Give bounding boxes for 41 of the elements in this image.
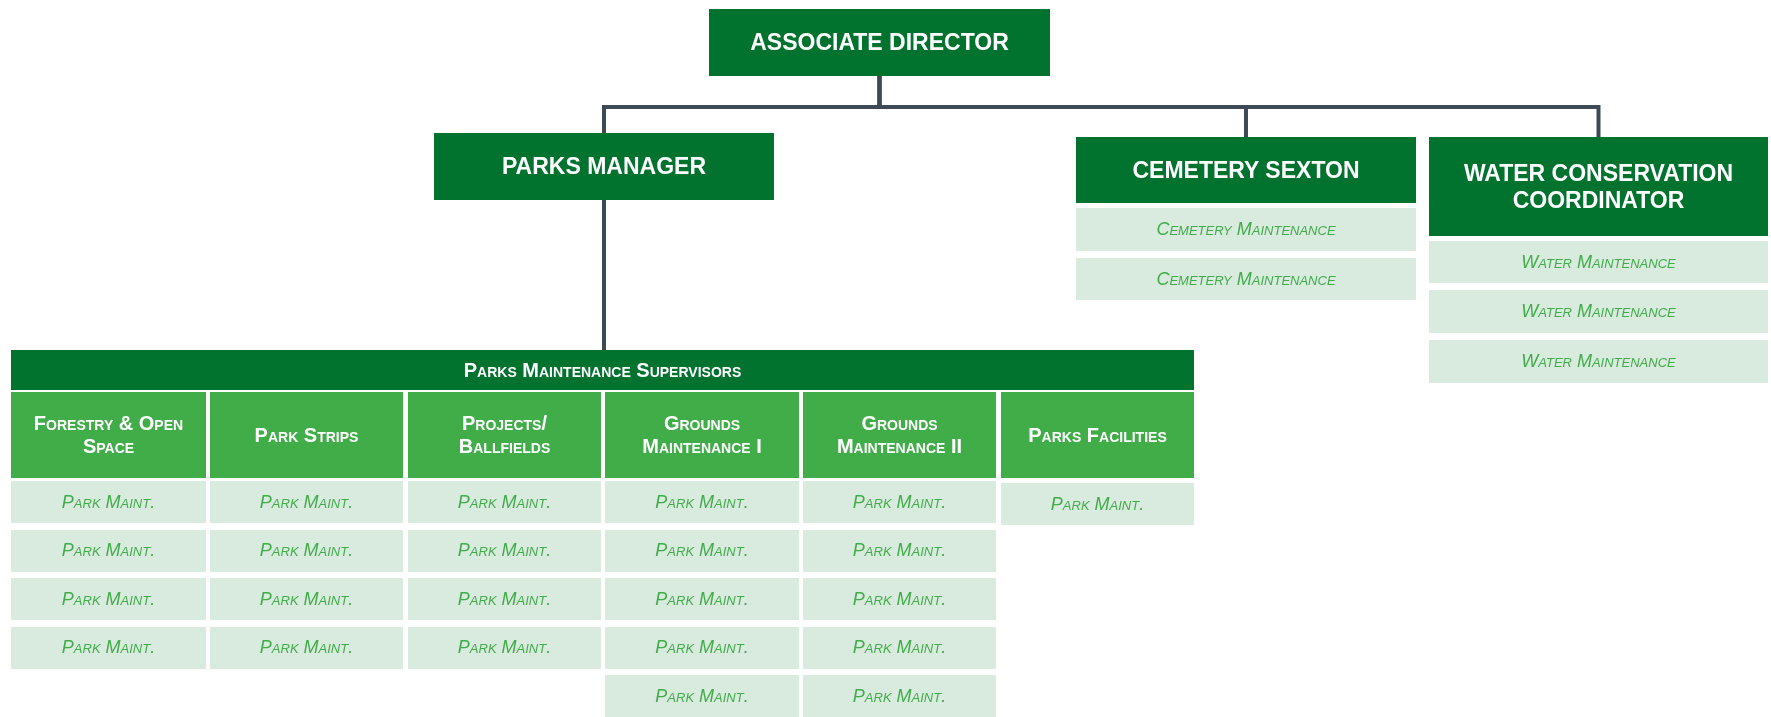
- position-box: Water Maintenance: [1429, 290, 1768, 333]
- position-box: Park Maint.: [605, 578, 799, 620]
- position-box: Cemetery Maintenance: [1076, 258, 1416, 300]
- position-box: Park Maint.: [210, 626, 403, 669]
- team-header-box: Park Strips: [210, 392, 403, 478]
- position-box: Park Maint.: [210, 578, 403, 620]
- position-box: Park Maint.: [11, 626, 206, 669]
- position-box: Park Maint.: [803, 481, 996, 523]
- position-box: Park Maint.: [803, 675, 996, 717]
- position-box: Water Maintenance: [1429, 340, 1768, 383]
- position-box: Park Maint.: [605, 481, 799, 523]
- team-header-box: Grounds Maintenance II: [803, 392, 996, 478]
- position-box: Park Maint.: [408, 481, 601, 523]
- position-box: Park Maint.: [210, 481, 403, 523]
- position-box: Park Maint.: [408, 529, 601, 572]
- position-box: Park Maint.: [408, 626, 601, 669]
- team-header-box: Parks Facilities: [1001, 392, 1194, 478]
- team-header-box: Grounds Maintenance I: [605, 392, 799, 478]
- role-box: WATER CONSERVATION COORDINATOR: [1429, 137, 1768, 236]
- position-box: Park Maint.: [11, 578, 206, 620]
- team-header-box: Forestry & Open Space: [11, 392, 206, 478]
- role-box: ASSOCIATE DIRECTOR: [709, 9, 1050, 76]
- connector-line: [877, 76, 1601, 137]
- group-header-band: Parks Maintenance Supervisors: [11, 350, 1194, 390]
- position-box: Water Maintenance: [1429, 241, 1768, 283]
- position-box: Park Maint.: [803, 529, 996, 572]
- position-box: Park Maint.: [803, 578, 996, 620]
- team-header-box: Projects/ Ballfields: [408, 392, 601, 478]
- position-box: Park Maint.: [803, 626, 996, 669]
- position-box: Park Maint.: [605, 529, 799, 572]
- connector-line: [602, 200, 606, 350]
- position-box: Park Maint.: [1001, 483, 1194, 525]
- position-box: Park Maint.: [605, 626, 799, 669]
- position-box: Park Maint.: [11, 529, 206, 572]
- position-box: Cemetery Maintenance: [1076, 208, 1416, 251]
- position-box: Park Maint.: [210, 529, 403, 572]
- role-box: PARKS MANAGER: [434, 133, 774, 200]
- position-box: Park Maint.: [408, 578, 601, 620]
- role-box: CEMETERY SEXTON: [1076, 137, 1416, 203]
- position-box: Park Maint.: [11, 481, 206, 523]
- position-box: Park Maint.: [605, 675, 799, 717]
